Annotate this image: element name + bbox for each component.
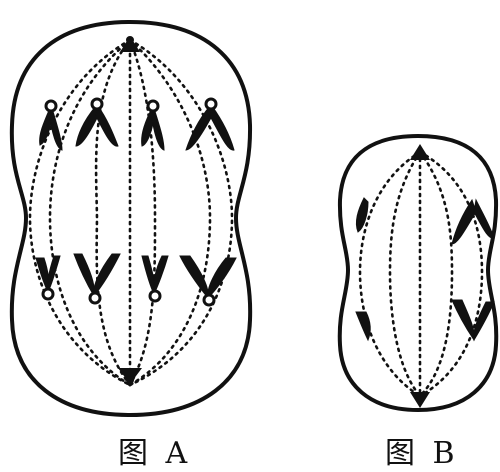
chromosome [356,312,370,340]
chromosome [40,101,62,150]
cell-b-chromosomes [356,198,494,340]
cell-a [12,22,250,415]
cell-b-bottom-pole [410,392,430,408]
figure-a-label: 图 A [118,428,191,472]
chromosome [452,200,494,244]
cell-b-top-pole [410,144,430,160]
cell-b-spindle-fibers [360,152,482,396]
cell-a-spindle-fibers [30,40,232,385]
cell-b [340,136,497,410]
chromosome [356,198,368,232]
figure-b-label: 图 B [385,428,459,472]
chromosome [74,254,120,303]
chromosome [452,300,494,340]
chromosome [180,256,236,305]
cell-b-membrane [340,136,497,410]
chromosome [186,99,234,150]
